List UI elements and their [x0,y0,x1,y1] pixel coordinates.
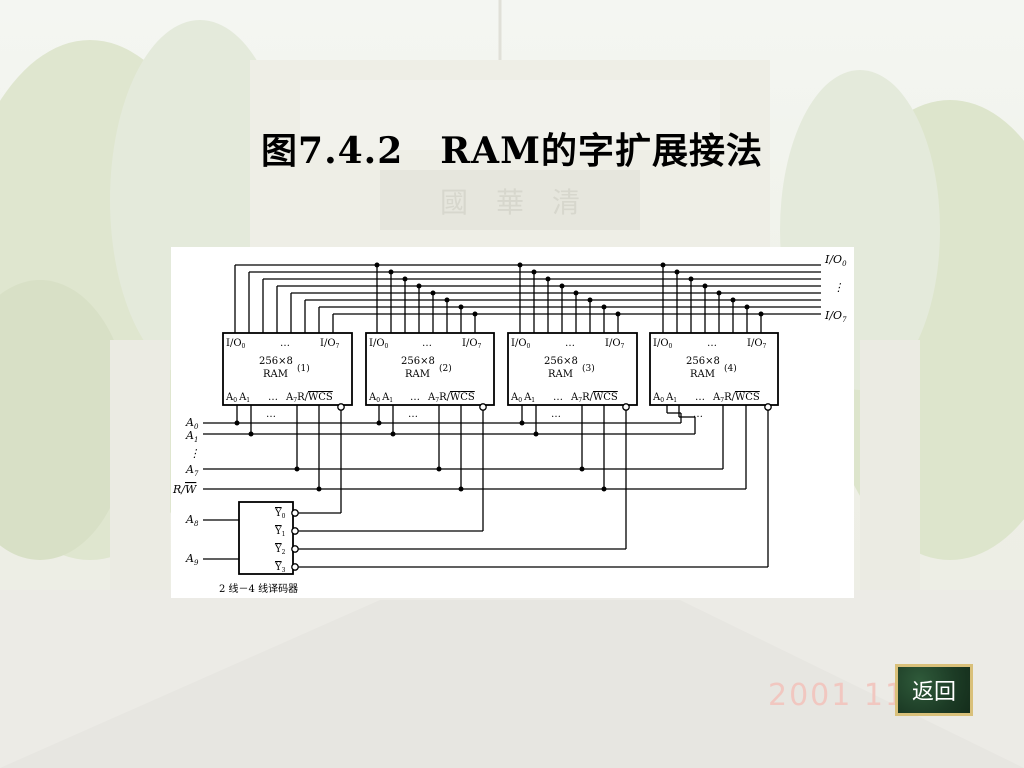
svg-text:I/O0: I/O0 [511,338,531,350]
decoder-output-y2: Y2 [274,544,286,556]
svg-text:I/O0: I/O0 [653,338,673,350]
svg-text:(4): (4) [724,363,737,374]
page-title: 图7.4.2 RAM的字扩展接法 [261,130,763,172]
io-bus-label-0: I/O0 [824,253,847,268]
addr-ellipsis: ⋮ [189,447,200,460]
decoder-output-y0: Y0 [274,508,286,520]
svg-text:I/O7: I/O7 [747,338,767,350]
svg-text:…: … [408,409,418,420]
date-stamp: 2001 11 [768,678,907,713]
svg-text:RAM: RAM [548,369,573,380]
svg-text:國 華 清: 國 華 清 [440,186,580,219]
svg-text:…: … [410,392,420,403]
svg-text:I/O7: I/O7 [605,338,625,350]
svg-text:A7R/WCS: A7R/WCS [285,392,333,404]
svg-text:(1): (1) [297,363,310,374]
decoder-output-y3: Y3 [274,562,286,574]
svg-text:(2): (2) [439,363,452,374]
svg-text:I/O7: I/O7 [462,338,482,350]
svg-text:256×8: 256×8 [544,356,578,367]
svg-text:A7R/WCS: A7R/WCS [570,392,618,404]
svg-text:256×8: 256×8 [401,356,435,367]
addr-label-a0: A0 [185,416,199,431]
svg-text:RAM: RAM [405,369,430,380]
svg-text:I/O0: I/O0 [369,338,389,350]
addr-label-a7: A7 [185,463,199,478]
decoder-input-a8: A8 [185,513,199,528]
svg-text:256×8: 256×8 [686,356,720,367]
io-bus-label-7: I/O7 [824,309,847,324]
svg-text:RAM: RAM [690,369,715,380]
svg-text:(3): (3) [582,363,595,374]
decoder-input-a9: A9 [185,552,199,567]
decoder-output-y1: Y1 [274,526,285,538]
svg-text:…: … [693,409,703,420]
svg-text:A7R/WCS: A7R/WCS [427,392,475,404]
decoder-caption: 2 线－4 线译码器 [219,582,298,595]
svg-text:…: … [707,338,717,349]
svg-text:…: … [266,409,276,420]
svg-text:256×8: 256×8 [259,356,293,367]
ram-word-expansion-diagram: I/O0 ⋮ I/O7 A0 A1 ⋮ A7 R/W A8 A9 Y0 Y1 Y… [171,247,854,598]
svg-text:I/O7: I/O7 [320,338,340,350]
svg-text:…: … [422,338,432,349]
svg-text:…: … [268,392,278,403]
addr-label-a1: A1 [185,429,198,444]
io-bus-ellipsis: ⋮ [833,281,844,294]
svg-text:…: … [551,409,561,420]
svg-text:…: … [280,338,290,349]
svg-text:…: … [565,338,575,349]
circuit-schematic: I/O0 ⋮ I/O7 A0 A1 ⋮ A7 R/W A8 A9 Y0 Y1 Y… [172,253,847,595]
svg-text:I/O0: I/O0 [226,338,246,350]
rw-label: R/W [172,483,198,496]
return-button[interactable]: 返回 [895,664,973,716]
svg-text:A7R/WCS: A7R/WCS [712,392,760,404]
svg-text:RAM: RAM [263,369,288,380]
svg-text:…: … [695,392,705,403]
svg-text:…: … [553,392,563,403]
